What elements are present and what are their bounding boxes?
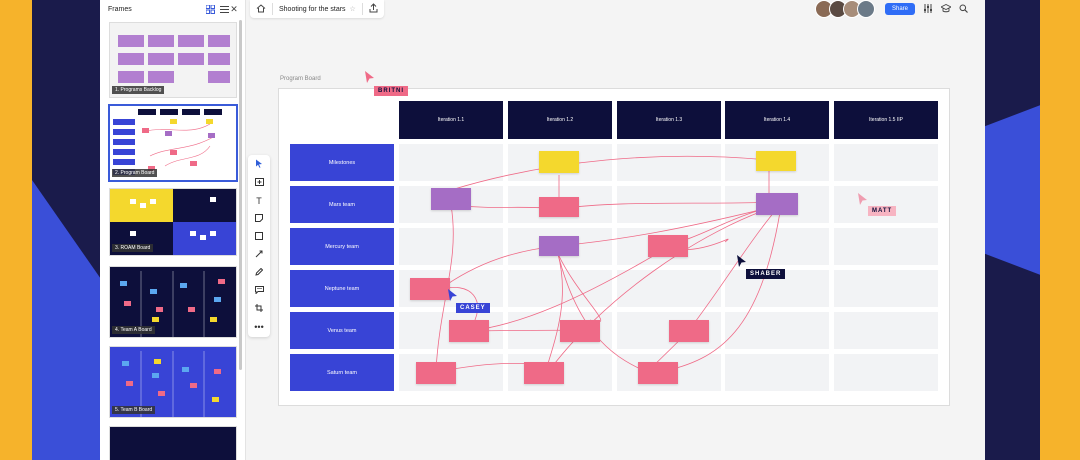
collaborator-tag-britni: BRITNI (374, 86, 408, 96)
board-frame-label: Program Board (280, 76, 321, 82)
board-cell (834, 186, 938, 223)
board-title[interactable]: Shooting for the stars (279, 5, 346, 13)
team-row-header: Venus team (290, 312, 394, 349)
sticky-note[interactable] (756, 193, 798, 215)
frame-thumbnail[interactable]: 5. Team B Board (109, 346, 237, 418)
board-cell (399, 228, 503, 265)
sticky-note[interactable] (539, 236, 579, 256)
background-yellow-right (1040, 0, 1080, 460)
board-cell (399, 144, 503, 181)
frame-thumbnail[interactable]: 4. Team A Board (109, 266, 237, 338)
divider (272, 3, 273, 15)
sticky-note[interactable] (539, 151, 579, 173)
collaborator-tag-casey: CASEY (456, 303, 490, 313)
frame-preview-team-a (120, 271, 225, 337)
sticky-note[interactable] (669, 320, 709, 342)
list-view-icon[interactable] (219, 4, 229, 14)
frames-panel: Frames ✕ 1. Programs Backlog (100, 0, 246, 460)
iteration-header: Iteration 1.2 (508, 101, 612, 139)
sticky-note-icon[interactable] (248, 212, 270, 226)
team-row-header: Saturn team (290, 354, 394, 391)
board-cell (725, 354, 829, 391)
board-cell (834, 354, 938, 391)
frames-scrollbar[interactable] (239, 20, 242, 370)
iteration-header: Iteration 1.3 (617, 101, 721, 139)
board-cell (834, 270, 938, 307)
frame-thumbnail[interactable]: 3. ROAM Board (109, 188, 237, 256)
board-cell (617, 144, 721, 181)
share-button[interactable]: Share (885, 3, 916, 15)
board-cell (834, 228, 938, 265)
frame-caption: 3. ROAM Board (112, 244, 154, 252)
cursor-icon (365, 71, 374, 83)
close-icon[interactable]: ✕ (230, 3, 238, 14)
creation-toolbar: T ••• (248, 155, 270, 337)
cursor-icon (737, 255, 746, 267)
comment-icon[interactable] (248, 284, 270, 298)
board-cell (617, 186, 721, 223)
sticky-note[interactable] (638, 362, 678, 384)
iteration-header: Iteration 1.4 (725, 101, 829, 139)
iteration-header: Iteration 1.1 (399, 101, 503, 139)
sticky-note[interactable] (756, 151, 796, 171)
board-cell (725, 228, 829, 265)
export-icon[interactable] (369, 3, 378, 15)
team-row-header: Mercury team (290, 228, 394, 265)
collaboration-bar: Share (815, 0, 968, 18)
background-yellow-left (0, 0, 32, 460)
sticky-note[interactable] (560, 320, 600, 342)
whiteboard-app: Frames ✕ 1. Programs Backlog (100, 0, 985, 460)
sticky-note[interactable] (410, 278, 450, 300)
sticky-note[interactable] (539, 197, 579, 217)
collaborator-tag-matt: MATT (868, 206, 897, 216)
pen-tool-icon[interactable] (248, 266, 270, 280)
board-cell (508, 270, 612, 307)
cursor-icon (858, 193, 867, 205)
frame-caption: 1. Programs Backlog (112, 86, 165, 94)
board-cell (834, 144, 938, 181)
board-cell (725, 312, 829, 349)
sticky-note[interactable] (416, 362, 456, 384)
team-row-header: Neptune team (290, 270, 394, 307)
home-icon[interactable] (256, 3, 266, 15)
team-row-header: Mars team (290, 186, 394, 223)
search-icon[interactable] (959, 4, 968, 15)
star-icon[interactable]: ☆ (349, 6, 356, 13)
connection-line-icon[interactable] (248, 248, 270, 262)
crop-frame-icon[interactable] (248, 302, 270, 316)
team-row-header: Milestones (290, 144, 394, 181)
frame-thumbnail[interactable]: 2. Program Board (108, 104, 238, 182)
dependency-lines (435, 155, 781, 376)
frame-thumbnail[interactable]: 1. Programs Backlog (109, 22, 237, 98)
select-tool-icon[interactable] (248, 158, 270, 172)
frame-thumbnail[interactable] (109, 426, 237, 460)
frame-preview-backlog (118, 35, 230, 83)
avatar[interactable] (857, 0, 875, 18)
frame-caption: 2. Program Board (112, 169, 158, 177)
board-cell (617, 270, 721, 307)
iteration-header: Iteration 1.5 IIP (834, 101, 938, 139)
sticky-note[interactable] (431, 188, 471, 210)
settings-sliders-icon[interactable] (923, 3, 933, 15)
sticky-note[interactable] (449, 320, 489, 342)
frame-caption: 5. Team B Board (112, 406, 156, 414)
shape-tool-icon[interactable] (248, 230, 270, 244)
divider (361, 3, 363, 15)
collaborator-tag-shaber: SHABER (746, 269, 786, 279)
frame-template-icon[interactable] (248, 176, 270, 190)
sticky-note[interactable] (648, 235, 688, 257)
frames-panel-title: Frames (108, 5, 132, 13)
frame-preview-roam (110, 189, 236, 255)
frame-caption: 4. Team A Board (112, 326, 155, 334)
sticky-note[interactable] (524, 362, 564, 384)
more-tools-icon[interactable]: ••• (254, 322, 264, 332)
board-cell (834, 312, 938, 349)
frames-panel-header: Frames ✕ (100, 0, 245, 18)
board-title-bar: Shooting for the stars ☆ (250, 0, 384, 18)
cursor-icon (448, 289, 457, 301)
text-tool-icon[interactable]: T (256, 196, 262, 206)
grid-view-icon[interactable] (205, 4, 215, 14)
